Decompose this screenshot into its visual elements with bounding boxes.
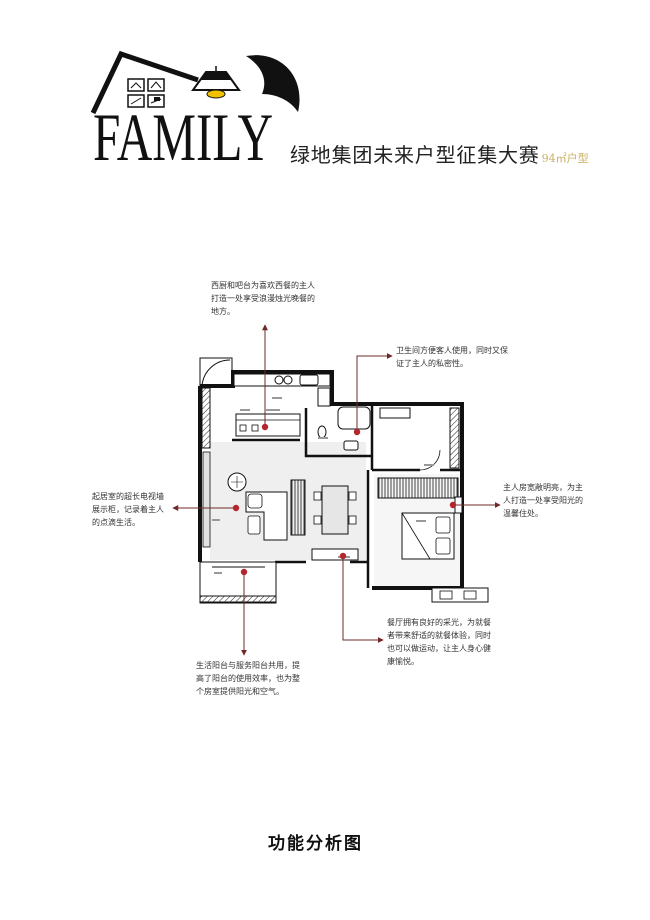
leader-dot <box>240 568 248 576</box>
annotation-line: 康愉悦。 <box>387 657 419 666</box>
annotation-bathroom: 卫生间方便客人使用，同时又保 证了主人的私密性。 <box>396 344 508 370</box>
page-title: 绿地集团未来户型征集大赛 <box>290 143 540 167</box>
bed-cover-fold <box>401 512 431 560</box>
leader-dot <box>261 423 269 431</box>
family-logo: FAMILY <box>90 50 300 175</box>
figure-caption: 功能分析图 <box>268 834 363 854</box>
picture-frame <box>147 78 165 92</box>
bay-window-pane <box>439 590 453 600</box>
picture-sketch <box>154 97 160 101</box>
annotation-line: 人打造一处享受阳光的 <box>503 496 583 505</box>
room-label-mark <box>240 409 250 411</box>
annotation-balcony: 生活阳台与服务阳台共用，提 高了阳台的使用效率，也为整 个房室提供阳光和空气。 <box>196 659 300 698</box>
room-label-mark <box>272 397 282 399</box>
floor-plan <box>198 357 489 604</box>
house-roof-icon <box>90 50 199 115</box>
annotation-line: 者带来舒适的就餐体验，同时 <box>387 631 491 640</box>
annotation-line: 个房室提供阳光和空气。 <box>196 687 284 696</box>
dining-chair <box>348 491 357 501</box>
leader-dot <box>449 501 457 509</box>
stove-burner <box>274 375 284 385</box>
leader-line <box>342 556 384 643</box>
dining-chair <box>313 491 322 501</box>
entrance-door-frame <box>199 357 233 387</box>
annotation-line: 高了阳台的使用效率，也为整 <box>196 674 300 683</box>
bay-window <box>431 587 489 603</box>
unit-size-subtitle: 94㎡户型 <box>541 152 589 165</box>
annotation-dining-room: 餐厅拥有良好的采光，为就餐 者带来舒适的就餐体验，同时 也可以做运动，让主人身心… <box>387 616 491 668</box>
balcony <box>199 561 277 603</box>
picture-sketch <box>130 81 162 105</box>
picture-frame <box>127 78 145 92</box>
balcony-railing <box>199 595 277 604</box>
room-label-mark <box>266 409 280 411</box>
bar-stool <box>239 424 247 432</box>
annotation-line: 餐厅拥有良好的采光，为就餐 <box>387 618 491 627</box>
side-table-mark <box>231 476 243 488</box>
dining-chair <box>348 515 357 525</box>
annotation-line: 西厨和吧台为喜欢西餐的主人 <box>211 281 315 290</box>
room-label-mark <box>416 520 426 522</box>
bay-window-pane <box>463 590 477 600</box>
annotation-kitchen-bar: 西厨和吧台为喜欢西餐的主人 打造一处享受浪漫烛光晚餐的 地方。 <box>211 279 315 318</box>
leader-dot <box>339 552 347 560</box>
kitchen-counter <box>233 373 331 387</box>
coffee-table <box>247 515 261 535</box>
bar-stool <box>251 424 259 432</box>
annotation-line: 生活阳台与服务阳台共用，提 <box>196 661 300 670</box>
guest-room-door-swing <box>419 449 441 471</box>
master-wardrobe <box>377 477 459 499</box>
room-label-mark <box>318 437 328 439</box>
annotation-leaders <box>172 324 501 656</box>
picture-frames-icon <box>127 78 165 108</box>
guest-room-wardrobe <box>449 407 460 469</box>
pillow <box>435 537 451 555</box>
header-title-row: 绿地集团未来户型征集大赛 94㎡户型 <box>290 139 589 168</box>
logo-text: FAMILY <box>93 99 273 175</box>
shoe-cabinet <box>201 387 211 449</box>
dining-chair <box>313 515 322 525</box>
annotation-line: 卫生间方便客人使用，同时又保 <box>396 346 508 355</box>
annotation-line: 地方。 <box>211 307 235 316</box>
entrance-door-swing <box>201 359 231 387</box>
leader-line <box>356 353 393 432</box>
sideboard <box>311 548 359 561</box>
armchair <box>247 493 263 509</box>
display-cabinet <box>290 479 306 536</box>
exterior-wall <box>198 370 464 590</box>
wash-basin <box>343 440 359 451</box>
annotation-master-bedroom: 主人房宽敞明亮，为主 人打造一处享受阳光的 温馨住处。 <box>503 481 583 520</box>
annotation-line: 的点滴生活。 <box>92 518 140 527</box>
room-label-mark <box>214 572 222 574</box>
annotation-line: 打造一处享受浪漫烛光晚餐的 <box>211 294 315 303</box>
desk <box>379 407 411 419</box>
pillow <box>435 516 451 534</box>
room-label-mark <box>212 519 220 521</box>
toilet <box>317 425 327 439</box>
tv-wall-cabinet <box>202 451 211 548</box>
leader-dot <box>353 428 361 436</box>
stove-burner <box>283 375 293 385</box>
annotation-line: 起居室的超长电视墙 <box>92 492 164 501</box>
dining-table <box>321 485 349 535</box>
refrigerator <box>317 387 331 407</box>
pendant-lamp-icon <box>191 66 241 99</box>
annotation-line: 主人房宽敞明亮，为主 <box>503 483 583 492</box>
bathtub <box>337 406 371 430</box>
room-label-mark <box>424 464 434 466</box>
annotation-living-room: 起居室的超长电视墙 展示柜，记录着主人 的点滴生活。 <box>92 490 164 529</box>
annotation-line: 证了主人的私密性。 <box>396 359 468 368</box>
lamp-bulb <box>206 89 226 99</box>
annotation-line: 展示柜，记录着主人 <box>92 505 164 514</box>
kitchen-sink <box>299 374 319 386</box>
roof-swoosh <box>246 55 300 112</box>
annotation-line: 也可以做运动，让主人身心健 <box>387 644 491 653</box>
lamp-shade-top <box>201 72 231 80</box>
annotation-line: 温馨住处。 <box>503 509 543 518</box>
leader-dot <box>232 504 240 512</box>
